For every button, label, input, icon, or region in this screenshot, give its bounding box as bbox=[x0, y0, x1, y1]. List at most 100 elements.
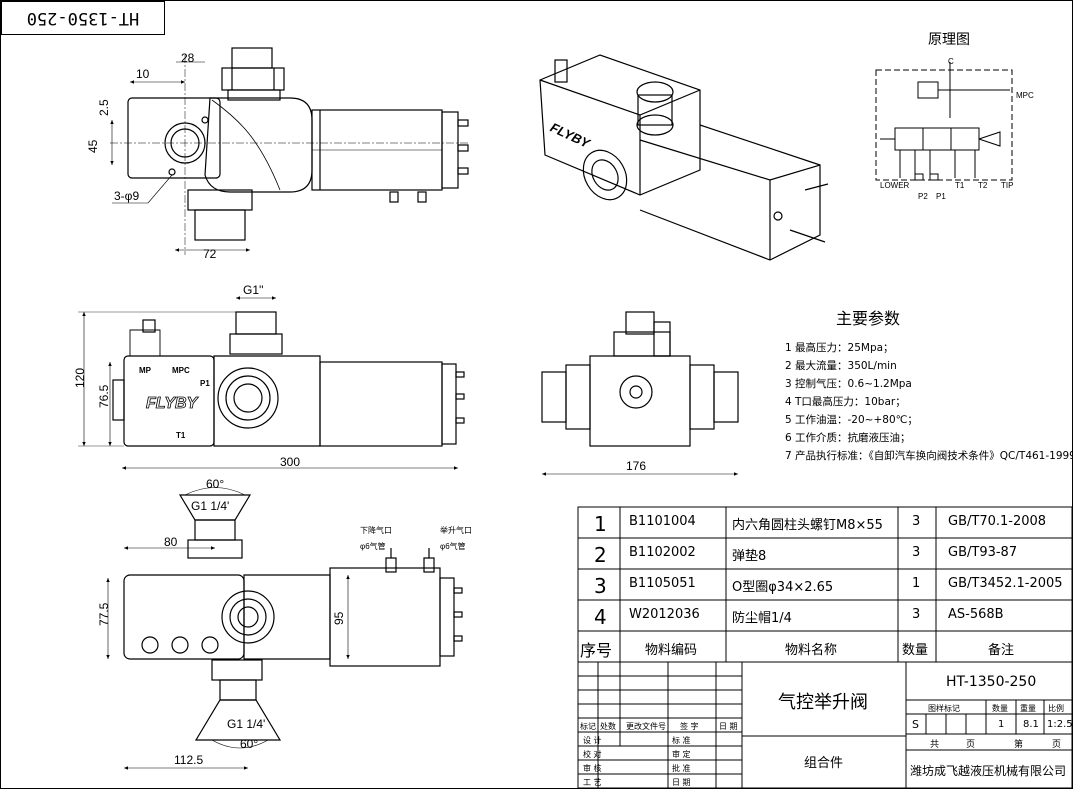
bom-header-no: 序号 bbox=[580, 641, 613, 660]
air-raise-pipe: φ6气管 bbox=[440, 541, 466, 551]
role-approve: 批 准 bbox=[672, 764, 691, 773]
param-item-4: 4 T口最高压力：10bar； bbox=[785, 396, 906, 408]
schematic-port-t1: T1 bbox=[955, 181, 965, 190]
port-label-t1: T1 bbox=[176, 431, 186, 440]
drawing-number: HT-1350-250 bbox=[946, 674, 1037, 690]
weight-value: 8.1 bbox=[1023, 719, 1039, 730]
sheet-label: 第 bbox=[1014, 740, 1024, 750]
bom-header-note: 备注 bbox=[988, 643, 1015, 658]
param-item-1: 1 最高压力：25Mpa； bbox=[785, 342, 894, 354]
bom-grid bbox=[577, 506, 1073, 663]
bom-row-3-qty: 1 bbox=[912, 576, 921, 591]
bom-row-1-note: GB/T70.1-2008 bbox=[948, 514, 1047, 529]
rev-header-count: 处数 bbox=[600, 722, 616, 731]
dim-28: 28 bbox=[181, 51, 195, 65]
bom-row-2-note: GB/T93-87 bbox=[948, 545, 1018, 560]
role-process: 工 艺 bbox=[583, 778, 602, 787]
bom-row-2-code: B1102002 bbox=[629, 545, 696, 560]
schematic-port-p1: P1 bbox=[936, 192, 946, 201]
scale-label: 比例 bbox=[1048, 704, 1064, 713]
bom-row-4-note: AS-568B bbox=[948, 607, 1004, 622]
dim-2-5: 2.5 bbox=[97, 99, 111, 116]
schematic-title: 原理图 bbox=[928, 32, 970, 48]
param-item-7: 7 产品执行标准：《自卸汽车换向阀技术条件》QC/T461-1999。 bbox=[785, 450, 1073, 462]
param-item-3: 3 控制气压：0.6~1.2Mpa bbox=[785, 378, 912, 390]
schematic-port-c: C bbox=[948, 57, 954, 66]
role-date: 日 期 bbox=[672, 778, 691, 787]
param-item-5: 5 工作油温：-20~+80℃； bbox=[785, 414, 918, 426]
end-view bbox=[541, 311, 739, 476]
dim-g1: G1'' bbox=[243, 283, 264, 297]
brand-logo-iso: FLYBY bbox=[548, 120, 593, 152]
dim-300: 300 bbox=[280, 455, 300, 469]
bom-row-1-name: 内六角圆柱头螺钉M8×55 bbox=[732, 518, 883, 533]
front-view bbox=[110, 47, 470, 255]
schematic-port-lower: LOWER bbox=[880, 181, 910, 190]
dim-3-phi9: 3-φ9 bbox=[114, 189, 139, 203]
rev-header-mark: 标记 bbox=[580, 722, 596, 731]
dim-60-top: 60° bbox=[206, 477, 224, 491]
company-name: 潍坊成飞越液压机械有限公司 bbox=[910, 764, 1067, 778]
bom-header-qty: 数量 bbox=[902, 643, 929, 658]
dim-g1-4-bottom: G1 1/4' bbox=[227, 717, 265, 731]
role-review: 审 核 bbox=[583, 764, 602, 773]
schematic-port-mpc: MPC bbox=[1016, 91, 1034, 100]
dim-77-5: 77.5 bbox=[97, 602, 111, 626]
weight-label: 重量 bbox=[1020, 704, 1036, 713]
bom-row-1-no: 1 bbox=[594, 512, 607, 536]
dim-72: 72 bbox=[203, 247, 217, 261]
side-view bbox=[78, 296, 465, 470]
top-view bbox=[106, 487, 463, 770]
bom-row-3-code: B1105051 bbox=[629, 576, 696, 591]
role-approve-def: 审 定 bbox=[672, 750, 691, 759]
schematic-port-p2: P2 bbox=[918, 192, 928, 201]
rev-header-sign: 签 字 bbox=[680, 722, 699, 731]
rev-header-file: 更改文件号 bbox=[626, 722, 666, 731]
dim-176: 176 bbox=[626, 459, 646, 473]
bom-row-2-qty: 3 bbox=[912, 545, 921, 560]
air-raise-label: 举升气口 bbox=[440, 525, 472, 535]
dim-45: 45 bbox=[86, 139, 100, 153]
bom-row-1-code: B1101004 bbox=[629, 514, 696, 529]
air-lower-pipe: φ6气管 bbox=[360, 541, 386, 551]
bom-row-3-name: O型圈φ34×2.65 bbox=[732, 580, 834, 595]
schematic-port-t2: T2 bbox=[978, 181, 988, 190]
bom-row-2-name: 弹垫8 bbox=[732, 549, 767, 564]
port-label-mp: MP bbox=[139, 366, 152, 375]
bom-row-4-name: 防尘帽1/4 bbox=[732, 611, 792, 626]
bom-row-1-qty: 3 bbox=[912, 514, 921, 529]
stage-value: S bbox=[912, 718, 919, 731]
bom-row-4-code: W2012036 bbox=[629, 607, 700, 622]
port-label-p1: P1 bbox=[200, 379, 210, 388]
air-lower-label: 下降气口 bbox=[360, 525, 392, 535]
bom-row-3-no: 3 bbox=[594, 574, 607, 598]
bom-row-4-no: 4 bbox=[594, 605, 607, 629]
dim-120: 120 bbox=[73, 368, 87, 388]
dim-95: 95 bbox=[332, 611, 346, 625]
sheet-page-label: 页 bbox=[1052, 740, 1062, 750]
dim-g1-4-top: G1 1/4' bbox=[191, 499, 229, 513]
param-item-6: 6 工作介质：抗磨液压油； bbox=[785, 432, 911, 444]
product-name: 气控举升阀 bbox=[778, 692, 868, 713]
qty-value: 1 bbox=[998, 719, 1005, 730]
bom-row-4-qty: 3 bbox=[912, 607, 921, 622]
dim-60-bottom: 60° bbox=[240, 737, 258, 751]
drawing-code-box: HT-1350-250 bbox=[1, 1, 165, 35]
role-design: 设 计 bbox=[583, 736, 602, 745]
qty-label: 数量 bbox=[992, 704, 1008, 713]
role-standard: 标 准 bbox=[672, 736, 691, 745]
sub-name: 组合件 bbox=[804, 756, 844, 771]
brand-logo-side: FLYBY bbox=[146, 395, 199, 412]
param-item-2: 2 最大流量：350L/min bbox=[785, 360, 897, 372]
total-label: 共 bbox=[930, 740, 940, 750]
scale-value: 1:2.5 bbox=[1047, 719, 1073, 730]
isometric-view bbox=[539, 54, 829, 261]
page-label: 页 bbox=[966, 740, 976, 750]
role-check: 校 对 bbox=[583, 750, 602, 759]
port-label-mpc: MPC bbox=[172, 366, 190, 375]
bom-row-2-no: 2 bbox=[594, 543, 607, 567]
dim-76-5: 76.5 bbox=[97, 384, 111, 408]
stage-label: 图样标记 bbox=[928, 704, 960, 713]
rev-header-date: 日 期 bbox=[719, 722, 738, 731]
